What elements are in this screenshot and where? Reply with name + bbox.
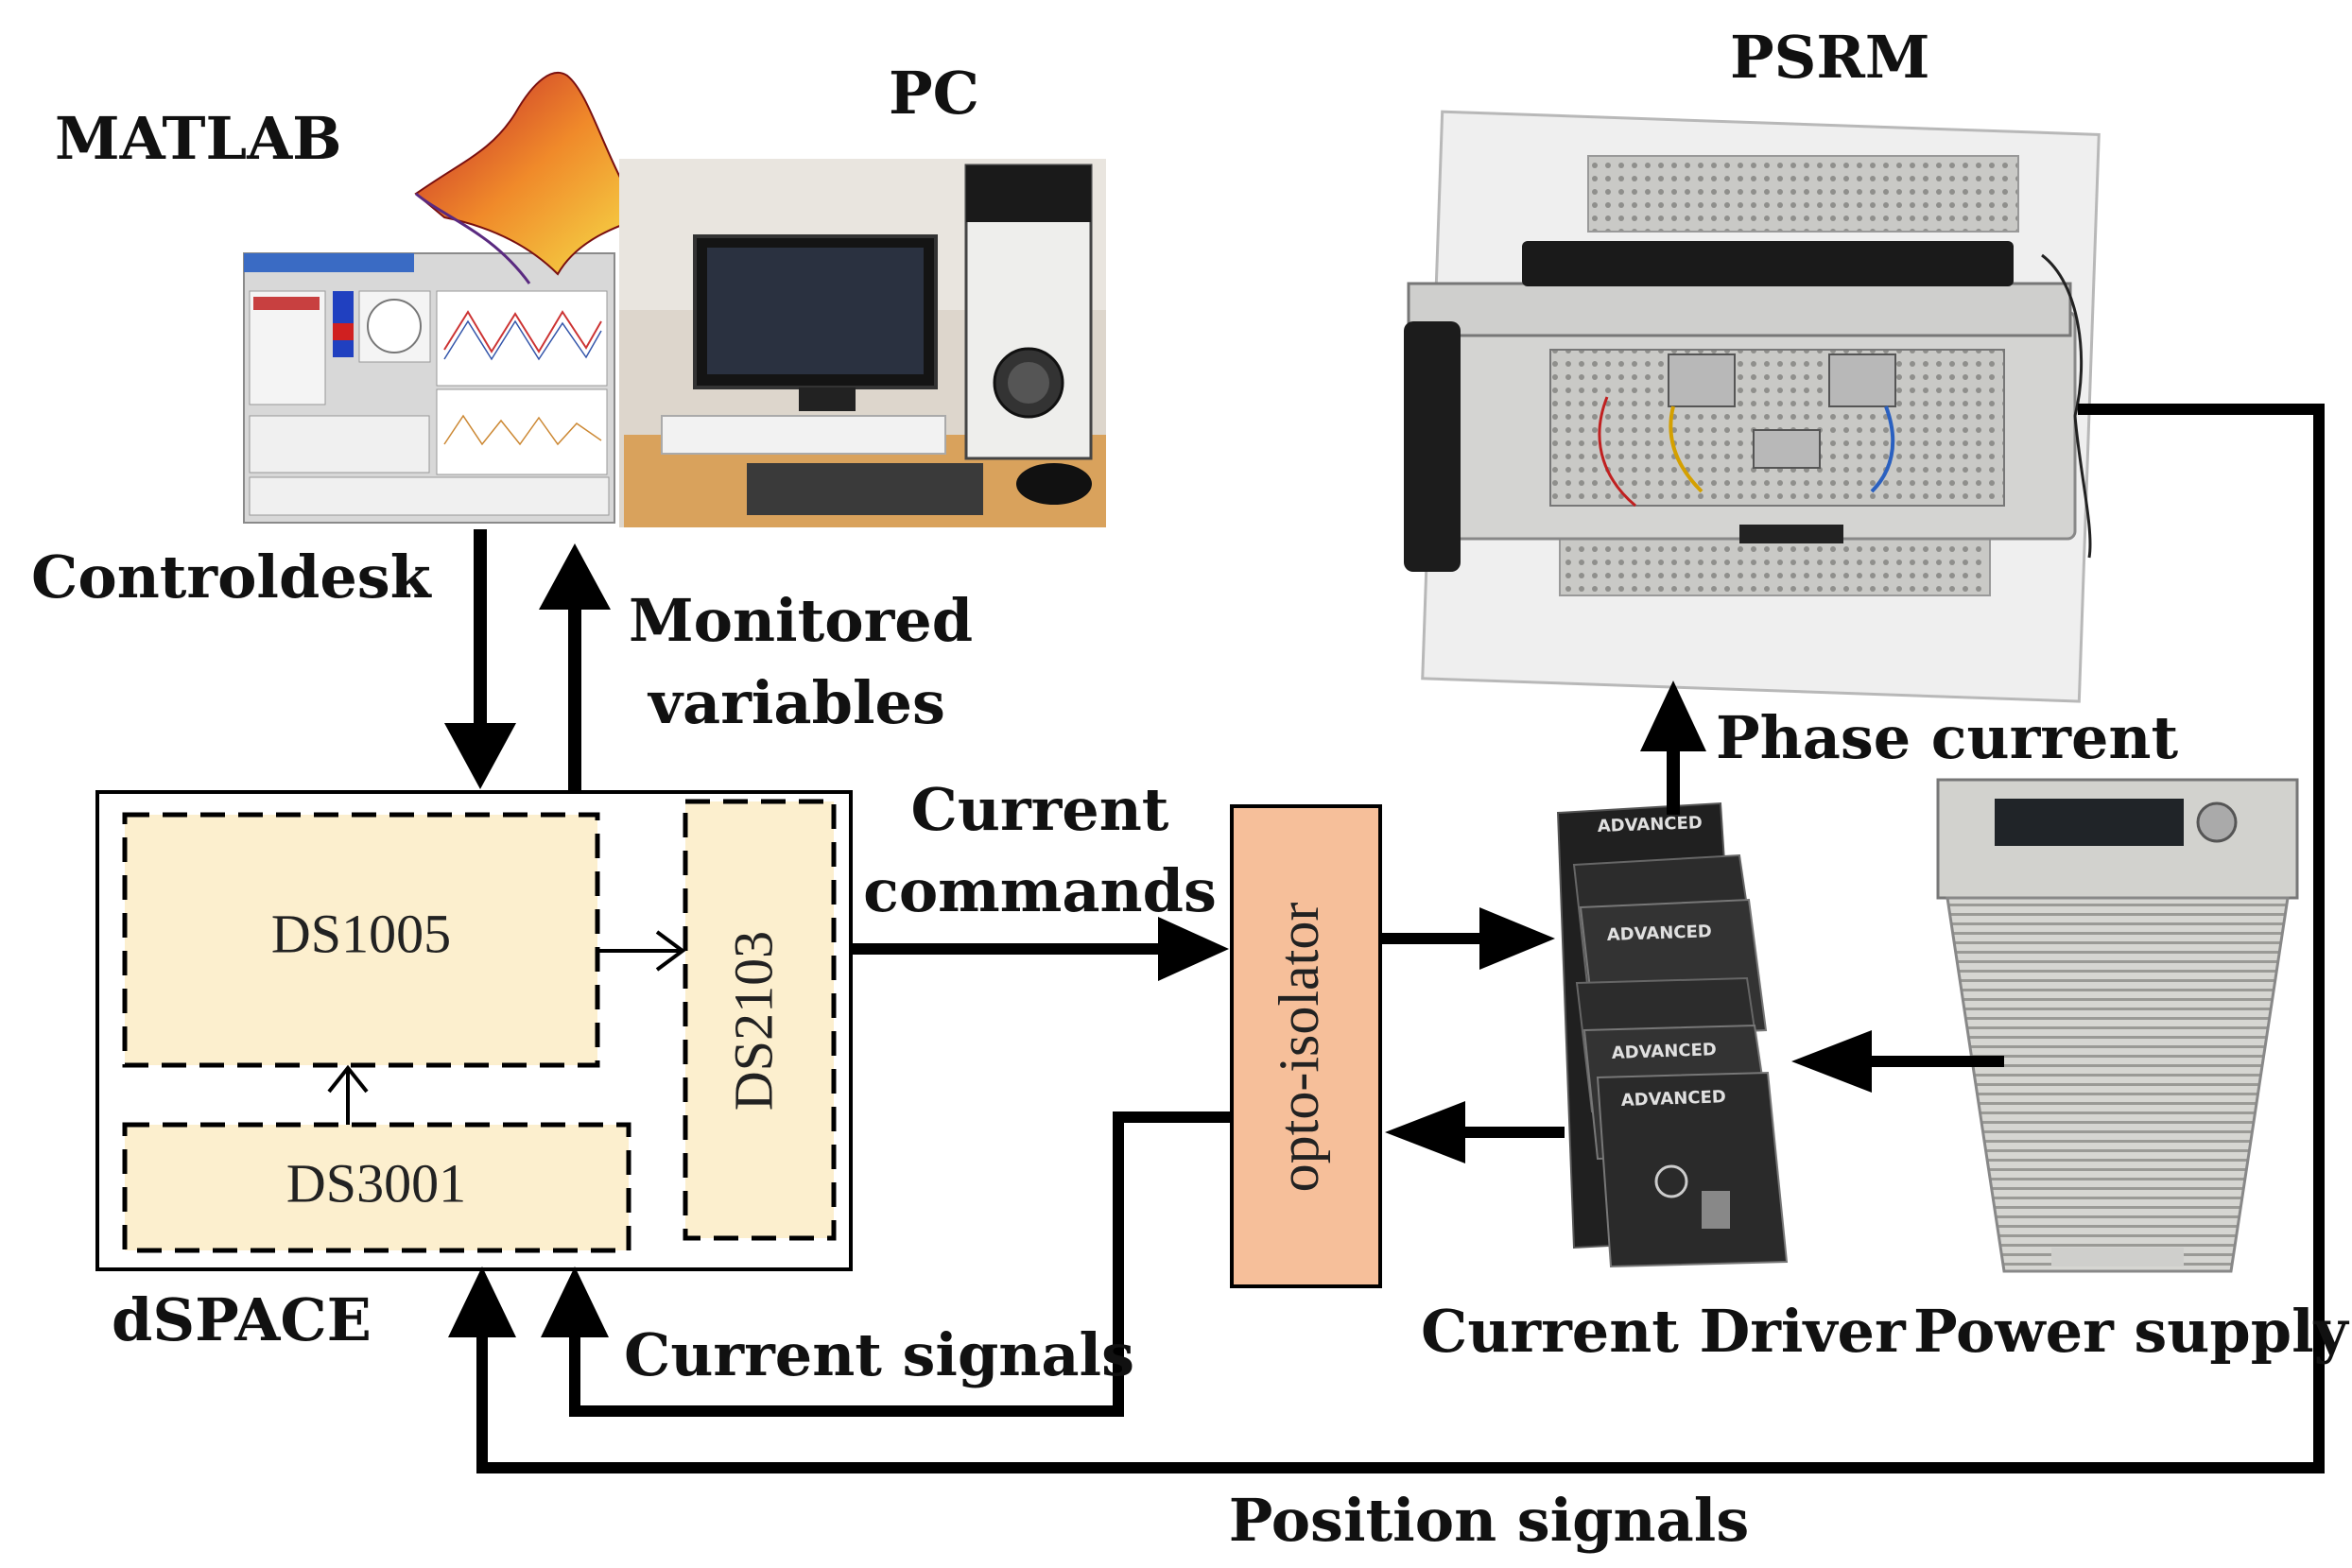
- opto-isolator-block: [1230, 804, 1382, 1288]
- power-supply-label: Power supply: [1913, 1297, 2350, 1366]
- controldesk-label: Controldesk: [31, 543, 433, 612]
- monitored-variables-label-2: variables: [647, 668, 945, 737]
- ds2103-module: [683, 799, 837, 1241]
- psrm-photo: [1404, 110, 2101, 703]
- ds1005-label: DS1005: [271, 903, 451, 964]
- current-commands-label-2: commands: [863, 856, 1217, 925]
- driver-brand-label: ADVANCED: [1597, 813, 1703, 836]
- current-driver-label: Current Driver: [1421, 1297, 1907, 1366]
- ds1005-to-ds2103-arrow: [597, 930, 686, 972]
- matlab-logo-icon: [414, 71, 645, 284]
- phase-current-label: Phase current: [1716, 703, 2178, 772]
- controldesk-screenshot: [243, 252, 615, 524]
- current-driver-photo: ADVANCED ADVANCED ADVANCED ADVANCED: [1556, 801, 1789, 1268]
- ds3001-module: [122, 1122, 631, 1253]
- monitored-variables-label-1: Monitored: [629, 586, 973, 655]
- ds3001-label: DS3001: [286, 1152, 466, 1214]
- dspace-label: dSPACE: [112, 1285, 372, 1354]
- position-signals-label: Position signals: [1229, 1486, 1750, 1555]
- matlab-label: MATLAB: [55, 104, 342, 173]
- driver-brand-label: ADVANCED: [1611, 1040, 1717, 1063]
- ds1005-module: [122, 812, 600, 1068]
- driver-brand-label: ADVANCED: [1620, 1087, 1726, 1111]
- connections: [444, 404, 2325, 1473]
- psrm-label: PSRM: [1730, 23, 1930, 92]
- current-commands-label-1: Current: [911, 775, 1169, 844]
- ds2103-label: DS2103: [722, 931, 784, 1111]
- opto-isolator-label: opto-isolator: [1268, 903, 1330, 1193]
- power-supply-photo: [1936, 778, 2299, 1273]
- pc-photo: [619, 159, 1106, 527]
- current-signals-label: Current signals: [624, 1320, 1134, 1389]
- driver-brand-label: ADVANCED: [1606, 922, 1712, 945]
- pc-label: PC: [889, 59, 979, 128]
- ds3001-to-ds1005-arrow: [327, 1064, 369, 1125]
